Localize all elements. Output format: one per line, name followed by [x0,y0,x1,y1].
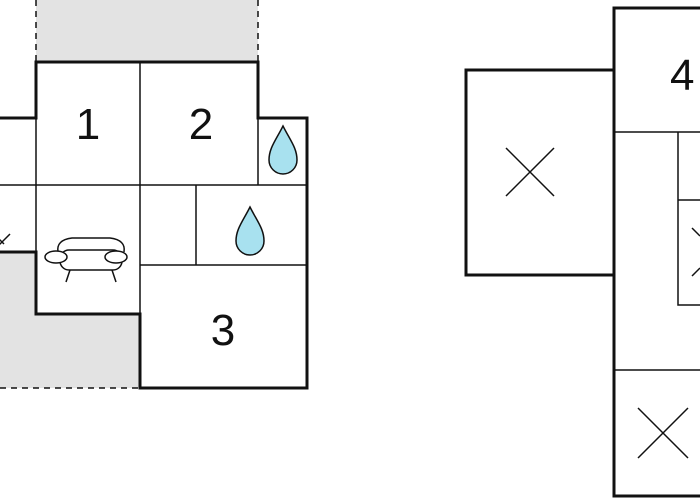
right-wing-wall [464,68,616,277]
terrace-top [35,0,259,62]
right-interior-walls [614,131,700,371]
room-2-label: 2 [189,100,213,149]
water-drop-icon [235,205,265,256]
room-1-label: 1 [76,100,100,149]
void-cross-icon [637,407,689,459]
void-cross-icon [505,147,555,197]
floor-plan-right: 4 [464,6,700,498]
interior-walls [0,62,307,314]
right-main-wall [612,6,700,498]
water-drop-icon [268,124,298,175]
void-cross-icon [691,227,700,277]
terrace-bottom [0,252,140,389]
room-4-label: 4 [670,51,694,100]
floor-plan-left: 1 2 3 [0,0,309,390]
void-cross-icon [0,233,11,246]
outer-wall [0,60,309,390]
room-3-label: 3 [211,306,235,355]
sofa-icon [44,237,128,283]
